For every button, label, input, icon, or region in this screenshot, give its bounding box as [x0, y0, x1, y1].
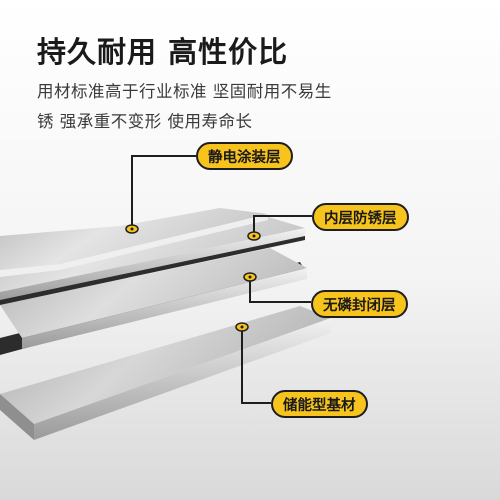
layer-tag-electrostatic-coating: 静电涂装层: [196, 142, 293, 170]
headline: 持久耐用 高性价比: [37, 35, 289, 69]
layer-tag-inner-anti-rust: 内层防锈层: [312, 203, 409, 231]
description-line-1: 用材标准高于行业标准 坚固耐用不易生: [37, 82, 332, 101]
leader-line-3: [249, 278, 311, 303]
marker-1: [125, 224, 139, 234]
electrostatic-coating-plate: [0, 208, 268, 277]
marker-2: [247, 231, 261, 241]
layer-markers: [125, 224, 261, 332]
marker-3: [243, 272, 257, 282]
leader-line-1: [131, 155, 196, 228]
description-line-2: 锈 强承重不变形 使用寿命长: [37, 112, 253, 131]
leader-lines: [131, 155, 312, 404]
marker-4: [235, 322, 249, 332]
anti-rust-plate: [0, 216, 305, 305]
leader-line-2: [253, 215, 312, 236]
base-plate: [0, 306, 331, 440]
layer-tag-base-material: 储能型基材: [271, 390, 368, 418]
layer-tag-phosphate-free-seal: 无磷封闭层: [311, 290, 408, 318]
phosphate-free-plate: [0, 248, 307, 349]
leader-line-4: [241, 327, 271, 404]
